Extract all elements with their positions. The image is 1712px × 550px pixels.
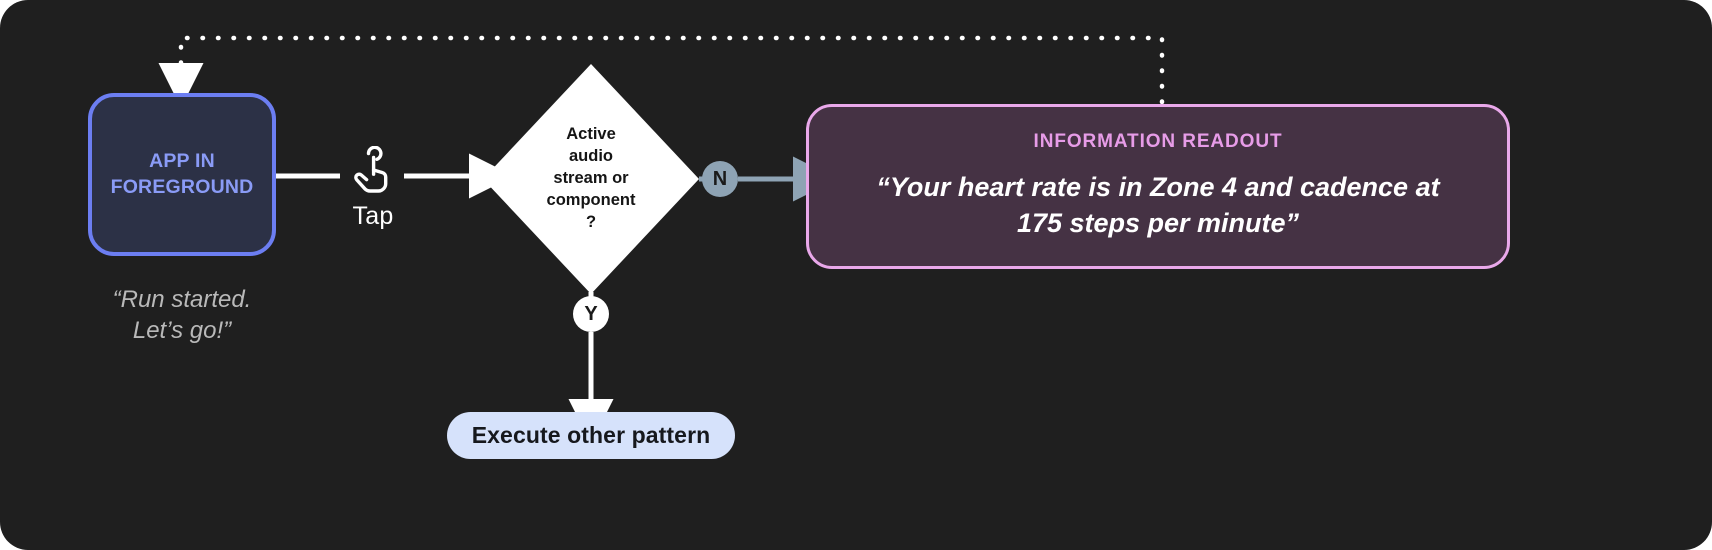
node-information-readout[interactable]: INFORMATION READOUT “Your heart rate is … (806, 104, 1510, 269)
diamond-label: Active audio stream or component ? (546, 125, 636, 231)
app-node-label: APP IN FOREGROUND (110, 149, 254, 198)
execute-pattern-label: Execute other pattern (471, 422, 711, 448)
app-node-caption: “Run started. Let’s go!” (112, 286, 252, 344)
branch-badge-yes[interactable]: Y (573, 296, 609, 332)
readout-body: “Your heart rate is in Zone 4 and cadenc… (876, 172, 1440, 238)
gesture-tap-group[interactable]: Tap (337, 146, 409, 231)
connector-readout-feedback (158, 35, 1165, 108)
branch-badge-no[interactable]: N (702, 161, 738, 197)
branch-badge-no-label: N (712, 167, 728, 190)
node-execute-other-pattern[interactable]: Execute other pattern (447, 412, 735, 459)
readout-title: INFORMATION READOUT (1033, 131, 1283, 153)
node-app-in-foreground[interactable]: APP IN FOREGROUND (88, 93, 276, 256)
branch-badge-yes-label: Y (584, 302, 598, 325)
tap-hand-icon (354, 146, 388, 193)
node-decision-audio-stream[interactable]: Active audio stream or component ? (483, 64, 699, 294)
tap-label: Tap (352, 202, 394, 230)
